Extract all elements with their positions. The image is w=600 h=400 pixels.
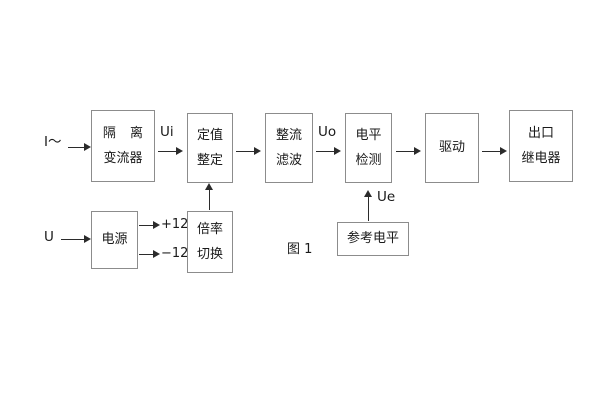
block-rectify-filter-line2: 滤波 — [275, 152, 302, 168]
level-to-drive-line — [396, 151, 418, 152]
rail-neg-arrowhead — [153, 249, 160, 258]
block-level-detect-line2: 检测 — [355, 152, 382, 168]
uo-connector-line — [316, 151, 338, 152]
block-setting-value[interactable]: 定值 整定 — [187, 113, 233, 183]
voltage-input-line — [61, 239, 88, 240]
current-input-arrowhead — [84, 142, 91, 151]
setting-to-rectify-line — [236, 151, 258, 152]
setting-to-rectify-arrowhead — [254, 146, 261, 155]
ratio-to-setting-line — [209, 189, 210, 210]
block-setting-value-line1: 定值 — [196, 127, 223, 143]
block-drive[interactable]: 驱动 — [425, 113, 479, 183]
level-to-drive-arrowhead — [414, 146, 421, 155]
voltage-input-label: U — [44, 229, 54, 245]
block-ratio-switch[interactable]: 倍率 切换 — [187, 211, 233, 273]
block-reference-level[interactable]: 参考电平 — [337, 222, 409, 256]
drive-to-relay-line — [482, 151, 504, 152]
block-isolation-ct-line2: 变流器 — [103, 150, 143, 166]
rail-pos-line — [139, 225, 157, 226]
block-rectify-filter-line1: 整流 — [275, 127, 302, 143]
ui-arrowhead — [176, 146, 183, 155]
block-isolation-ct-line1: 隔 离 — [102, 125, 149, 141]
uo-signal-label: Uo — [318, 124, 337, 140]
ue-arrowhead — [364, 190, 372, 197]
ui-connector-line — [158, 151, 180, 152]
rail-neg-line — [139, 254, 157, 255]
block-output-relay-line2: 继电器 — [521, 150, 561, 166]
ui-signal-label: Ui — [160, 124, 174, 140]
figure-caption: 图 1 — [287, 242, 313, 257]
block-reference-level-line1: 参考电平 — [346, 231, 399, 247]
block-isolation-ct[interactable]: 隔 离 变流器 — [91, 110, 155, 182]
voltage-input-arrowhead — [84, 234, 91, 243]
block-output-relay-line1: 出口 — [527, 125, 554, 141]
block-level-detect[interactable]: 电平 检测 — [345, 113, 392, 183]
drive-to-relay-arrowhead — [500, 146, 507, 155]
current-input-label: I～ — [44, 134, 62, 150]
ue-signal-label: Ue — [377, 189, 396, 205]
uo-arrowhead — [334, 146, 341, 155]
block-rectify-filter[interactable]: 整流 滤波 — [265, 113, 313, 183]
block-ratio-switch-line2: 切换 — [196, 246, 223, 262]
block-power-supply[interactable]: 电源 — [91, 211, 138, 269]
block-level-detect-line1: 电平 — [355, 127, 382, 143]
ratio-to-setting-arrowhead — [205, 183, 213, 190]
block-power-supply-line1: 电源 — [101, 232, 128, 248]
block-drive-line1: 驱动 — [438, 140, 465, 156]
block-setting-value-line2: 整定 — [196, 152, 223, 168]
block-output-relay[interactable]: 出口 继电器 — [509, 110, 573, 182]
rail-pos-arrowhead — [153, 220, 160, 229]
block-ratio-switch-line1: 倍率 — [196, 221, 223, 237]
ue-connector-line — [368, 196, 369, 221]
current-input-line — [68, 147, 88, 148]
